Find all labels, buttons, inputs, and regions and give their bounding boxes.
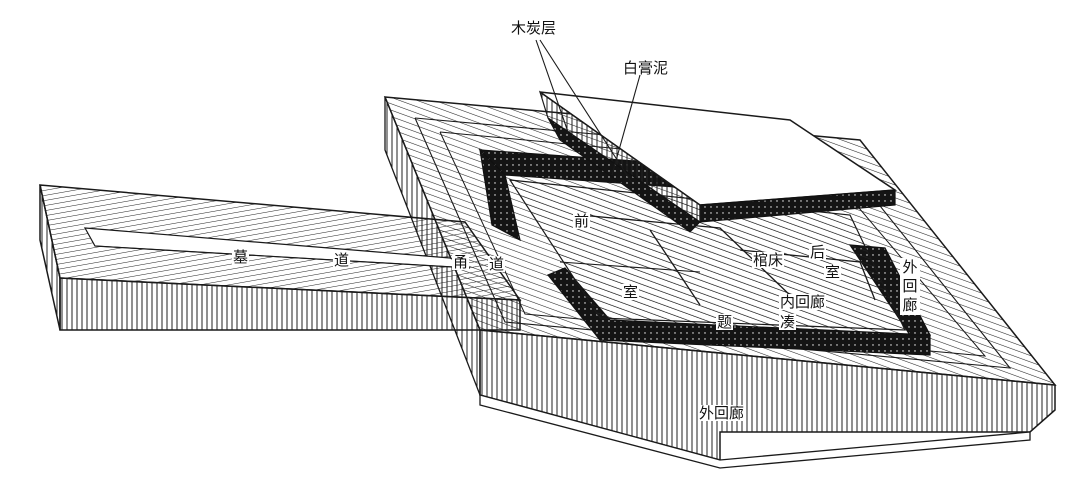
tomb-passage-structure (39, 184, 522, 331)
leader-lines (535, 39, 641, 184)
passage-end (39, 184, 61, 331)
label-outer-corridor-bottom: 外回廊 (698, 404, 746, 422)
label-back-room-2: 室 (824, 263, 842, 281)
charcoal-layer-band (547, 117, 701, 233)
label-coffin-bed: 棺床 (752, 251, 785, 269)
label-back-room-1: 后 (809, 243, 827, 261)
leader-white-clay (611, 74, 641, 176)
label-inner-corridor: 内回廊 (779, 293, 827, 311)
label-outer-corridor-right: 外回廊 (900, 258, 920, 315)
label-charcoal-layer: 木炭层 (511, 19, 557, 37)
label-tomb-passage-2: 道 (333, 251, 351, 269)
label-yong-dao-1: 甬 (452, 253, 470, 271)
label-front-room-2: 室 (622, 283, 640, 301)
label-front-room-1: 前 (573, 212, 591, 230)
dark-wall-left (479, 148, 521, 242)
label-white-clay: 白膏泥 (623, 59, 669, 77)
outer-platform-footing (479, 394, 1031, 469)
label-ticou-1: 题 (716, 313, 734, 331)
leader-charcoal-1 (535, 39, 569, 133)
label-ticou-2: 凑 (779, 313, 797, 331)
roof-slab (538, 90, 898, 233)
label-tomb-passage-1: 墓 (232, 248, 250, 266)
label-yong-dao-2: 道 (488, 255, 506, 273)
